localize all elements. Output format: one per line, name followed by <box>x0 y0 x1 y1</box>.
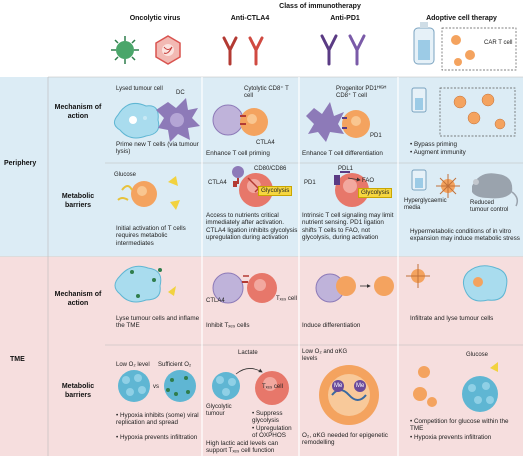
fao-label: FAO <box>362 178 375 184</box>
pdl1-label: PDL1 <box>338 166 354 172</box>
lysed-tumour-cell-label: Lysed tumour cell <box>116 86 163 92</box>
hyperglycaemic-media-label: Hyperglycaemic media <box>404 198 447 211</box>
ctla-ligand-label: CD80/CD86 <box>254 166 287 172</box>
virus-icon-green <box>111 36 139 64</box>
glucose-t-cell <box>117 176 180 210</box>
pd1-metab-receptor-label: PD1 <box>304 180 316 186</box>
car-t-periphery <box>411 87 516 137</box>
treg-inhibition <box>212 272 277 304</box>
ctla-glycolysis-badge: Glycolysis <box>258 186 293 196</box>
reduced-tumour-control-label: Reduced tumour control <box>470 200 509 213</box>
ctla-tme-metab-text: High lactic acid levels can support Tₓₑ₉… <box>206 440 279 455</box>
col-oncolytic-virus: Oncolytic virus <box>129 15 181 22</box>
col-anti-pd1: Anti-PD1 <box>330 15 360 22</box>
act-tme-bullet-2: • Hypoxia prevents infiltration <box>410 434 492 441</box>
column-dividers <box>201 77 399 456</box>
header-title: Class of immunotherapy <box>279 3 361 10</box>
ov-tme-bullet-2: • Hypoxia prevents infiltration <box>116 434 198 441</box>
ctla-tme-receptor-label: CTLA4 <box>206 298 225 304</box>
pd1-mech-cell-label: Progenitor PD1ᴴᴵᴳᴴ CD8⁺ T cell <box>336 86 387 99</box>
low-o2-akg-label: Low O₂ and αKG levels <box>302 349 348 362</box>
col-anti-ctla4: Anti-CTLA4 <box>230 15 270 22</box>
vs-label: vs <box>153 384 159 390</box>
low-o2-label: Low O₂ level <box>116 362 150 368</box>
pd1-tme-mech-text: Induce differentiation <box>302 322 361 329</box>
me-label-1: Me <box>334 383 343 389</box>
section-periphery: Periphery <box>4 160 37 167</box>
ov-tme-bullet-1: • Hypoxia inhibits (some) viral replicat… <box>116 412 199 427</box>
row-label-tme-metabolic: Metabolic barriers <box>61 383 95 399</box>
iv-bag-icon <box>413 22 435 65</box>
ctla4-metabolic-cell <box>232 166 273 207</box>
pd1-differentiation <box>315 273 394 303</box>
dendritic-cell <box>156 98 200 142</box>
virus-icon-red <box>155 35 181 65</box>
hyperglycaemic-media-mouse <box>411 169 519 207</box>
hypoxic-tumour-spheroids <box>118 370 196 402</box>
col-adoptive-cell-therapy: Adoptive cell therapy <box>426 15 497 22</box>
tumour-lysis-cell <box>114 265 176 303</box>
treg-cell-label: Tₓₑ₉ cell <box>276 296 297 302</box>
ctla-tme-bullet-1: • Suppress glycolysis <box>252 410 283 425</box>
pd1-t-cell-mechanism <box>306 102 370 142</box>
epigenetic-cell <box>319 365 379 425</box>
lysed-tumour-cell <box>114 103 160 139</box>
row-label-periphery-metabolic: Metabolic barriers <box>61 193 95 209</box>
pd1-mech-text: Enhance T cell differentiation <box>302 150 383 157</box>
ov-metab-text: Initial activation of T cells requires m… <box>116 225 186 247</box>
pd1-glycolysis-badge: Glycolysis <box>358 188 393 198</box>
periphery-band <box>0 77 523 256</box>
sufficient-o2-label: Sufficient O₂ <box>158 362 192 368</box>
antibody-ctla4-icon <box>222 36 264 66</box>
glycolytic-tumour-treg <box>212 368 289 405</box>
car-t-infiltrate <box>406 264 508 302</box>
glucose-competition <box>413 362 498 412</box>
act-mech-bullet-1: • Bypass priming <box>410 141 457 148</box>
act-metab-text: Hypermetabolic conditions of in vitro ex… <box>410 228 520 243</box>
ctla-metab-receptor-label: CTLA4 <box>208 180 227 186</box>
treg-tme-label: Tₓₑ₉ cell <box>262 384 283 390</box>
pd1-metabolic-cell <box>334 171 369 207</box>
ctla-tme-bullet-2: • Upregulation of OXPHOS <box>252 425 292 440</box>
ctla-tme-mech-text: Inhibit Tₓₑ₉ cells <box>206 322 250 329</box>
glucose-label: Glucose <box>114 172 137 178</box>
pd1-tme-metab-text: O₂, αKG needed for epigenetic remodellin… <box>302 432 388 447</box>
ctla-metab-text: Access to nutrients critical immediately… <box>206 212 298 241</box>
ctla-mech-receptor-label: CTLA4 <box>256 140 275 146</box>
ctla-mech-cell-label: Cytolytic CD8⁺ T cell <box>244 86 289 99</box>
act-tme-mech-text: Infiltrate and lyse tumour cells <box>410 315 494 322</box>
antibody-pd1-icon <box>320 34 366 66</box>
glucose-tme-label: Glucose <box>466 352 489 358</box>
car-t-cells-icon <box>451 35 475 66</box>
ctla-mech-text: Enhance T cell priming <box>206 150 270 157</box>
car-t-label: CAR T cell <box>484 40 513 46</box>
pd1-metab-text: Intrinsic T cell signaling may limit nut… <box>302 212 394 241</box>
row-label-tme-mechanism: Mechanism of action <box>54 291 102 307</box>
grid-lines <box>0 76 523 456</box>
row-label-periphery-mechanism: Mechanism of action <box>54 104 102 120</box>
car-t-box <box>441 27 517 71</box>
section-tme: TME <box>10 356 25 363</box>
ctla4-t-cell-mechanism <box>212 104 268 136</box>
pd1-mech-receptor-label: PD1 <box>370 133 382 139</box>
ov-mech-text: Prime new T cells (via tumour lysis) <box>116 141 199 156</box>
me-label-2: Me <box>356 383 365 389</box>
lactate-label: Lactate <box>238 350 258 356</box>
act-tme-bullet-1: • Competition for glucose within the TME <box>410 418 509 433</box>
act-mech-bullet-2: • Augment immunity <box>410 149 466 156</box>
ov-tme-mech-text: Lyse tumour cells and inflame the TME <box>116 315 200 330</box>
glycolytic-tumour-label: Glycolytic tumour <box>206 404 232 417</box>
dc-label: DC <box>176 90 185 96</box>
